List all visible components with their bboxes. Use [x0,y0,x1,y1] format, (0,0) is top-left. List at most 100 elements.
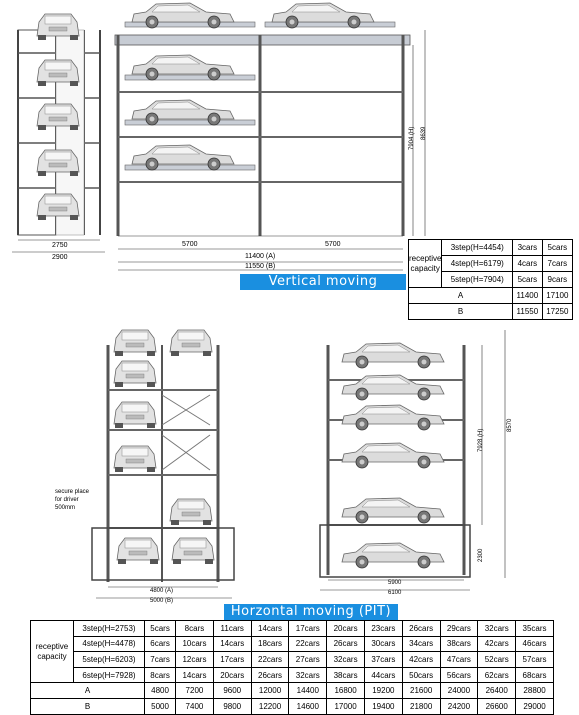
capacity-label-line1: receptive [409,253,442,263]
value-cell: 19200 [363,682,403,699]
value-cell: 17100 [541,287,574,304]
value-cell: 19400 [363,697,403,715]
dim-b-label: 11550 (B) [245,263,276,270]
side-total-label: 2900 [52,254,68,261]
value-cell: 11550 [512,303,543,320]
value-cell: 38cars [326,666,365,684]
note-line1: secure place [55,489,90,495]
left-b-label: 5000 (B) [150,598,174,604]
capacity-label-line2: capacity [410,263,440,273]
value-cell: 42cars [401,651,441,668]
vertical-capacity-table: receptive capacity 3step(H=4454) 3cars 5… [407,239,574,320]
value-cell: 21800 [401,697,441,715]
value-cell: 46cars [515,635,554,653]
value-cell: 17cars [212,651,252,668]
h-height-h-label: 7928 (H) [478,428,484,452]
table-row: A 11400 17100 [407,287,574,304]
side-width-label: 2750 [52,242,68,249]
value-cell: 12cars [175,651,214,668]
horizontal-left-view [91,329,235,599]
value-cell: 24000 [439,682,479,699]
table-row: 4step(H=4478) 6cars 10cars 14cars 18cars… [31,635,554,653]
table-row: 6step(H=7928) 8cars 14cars 20cars 26cars… [31,666,554,684]
value-cell: 27cars [288,651,328,668]
step-cell: 3step(H=2753) [73,620,145,637]
value-cell: 21600 [401,682,441,699]
horizontal-capacity-table: receptive capacity 3step(H=2753) 5cars 8… [30,619,554,715]
value-cell: 14cars [212,635,252,653]
value-cell: 47cars [439,651,479,668]
table-row: 4step(H=6179) 4cars 7cars [409,255,574,272]
value-cell: 42cars [477,635,517,653]
right-b-label: 6100 [388,590,402,596]
value-cell: 5cars [512,271,543,288]
value-cell: 24200 [439,697,479,715]
value-cell: 16800 [326,682,365,699]
h-height-total-label: 8570 [507,418,513,432]
value-cell: 29000 [515,697,554,715]
value-cell: 68cars [515,666,554,684]
value-cell: 9800 [212,697,252,715]
value-cell: 26cars [326,635,365,653]
value-cell: 22cars [250,651,290,668]
value-cell: 62cars [477,666,517,684]
value-cell: 14600 [288,697,328,715]
value-cell: 18cars [250,635,290,653]
secure-place-note: secure place for driver 500mm [55,488,89,512]
value-cell: 4800 [143,682,177,699]
value-cell: 32cars [288,666,328,684]
value-cell: 26600 [477,697,517,715]
pit-label: 2300 [478,548,484,562]
a-label-cell: A [30,682,145,699]
vertical-side-view [12,13,105,253]
value-cell: 32cars [326,651,365,668]
value-cell: 12200 [250,697,290,715]
value-cell: 3cars [512,239,543,256]
value-cell: 14400 [288,682,328,699]
vertical-front-view [114,2,426,271]
value-cell: 4cars [512,255,543,272]
step-cell: 5step(H=7904) [441,271,514,288]
value-cell: 52cars [477,651,517,668]
height-h-label: 7904 (H) [409,126,415,150]
value-cell: 11400 [512,287,543,304]
value-cell: 7200 [175,682,214,699]
value-cell: 7cars [541,255,574,272]
value-cell: 9cars [541,271,574,288]
note-line3: 500mm [55,505,76,511]
table-row: 5step(H=6203) 7cars 12cars 17cars 22cars… [31,651,554,668]
note-line2: for driver [55,497,79,503]
horizontal-moving-banner: Horzontal moving (PIT) [224,604,398,620]
value-cell: 56cars [439,666,479,684]
value-cell: 11cars [212,620,252,637]
value-cell: 14cars [175,666,214,684]
value-cell: 44cars [363,666,403,684]
value-cell: 8cars [175,620,214,637]
value-cell: 5000 [143,697,177,715]
b-label-cell: B [30,697,145,715]
left-a-label: 4800 (A) [150,588,174,594]
value-cell: 17250 [541,303,574,320]
dim-a-label: 11400 (A) [245,253,276,260]
value-cell: 57cars [515,651,554,668]
value-cell: 5cars [143,620,177,637]
table-row: B 5000 7400 9800 12200 14600 17000 19400… [30,697,554,715]
right-a-label: 5900 [388,580,402,586]
a-label-cell: A [407,287,514,304]
value-cell: 23cars [363,620,403,637]
step-cell: 3step(H=4454) [441,239,514,256]
value-cell: 9600 [212,682,252,699]
span-right-label: 5700 [325,241,341,248]
table-row: 5step(H=7904) 5cars 9cars [409,271,574,288]
table-row: receptive capacity 3step(H=2753) 5cars 8… [30,619,554,684]
value-cell: 26cars [250,666,290,684]
value-cell: 22cars [288,635,328,653]
table-row: receptive capacity 3step(H=4454) 3cars 5… [407,239,574,288]
value-cell: 14cars [250,620,290,637]
value-cell: 38cars [439,635,479,653]
capacity-label-line1: receptive [35,641,69,651]
value-cell: 35cars [515,620,554,637]
value-cell: 5cars [541,239,574,256]
value-cell: 7400 [175,697,214,715]
